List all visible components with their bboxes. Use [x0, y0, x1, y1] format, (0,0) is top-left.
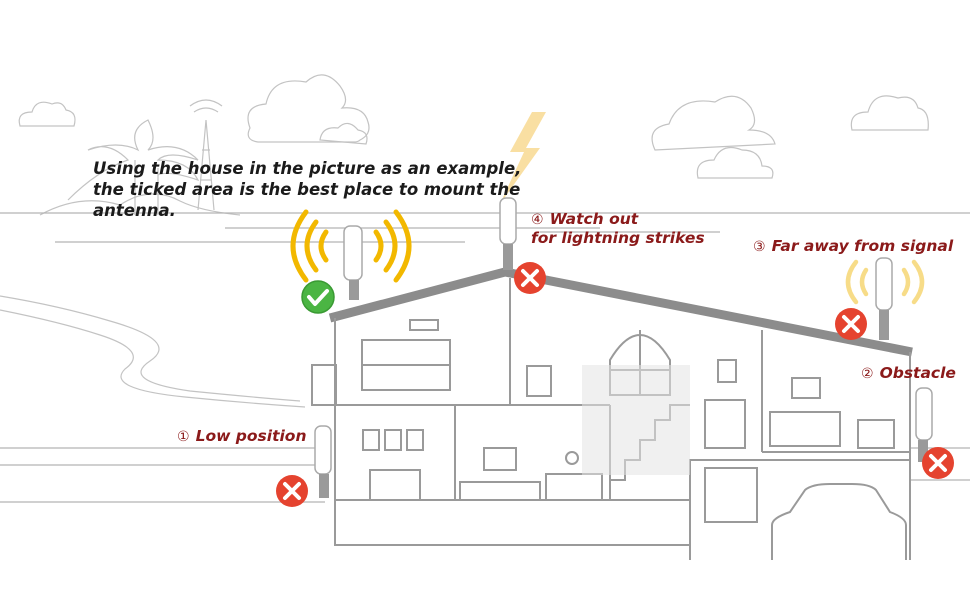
- cloud-far-right: [850, 95, 929, 131]
- check-icon: [301, 280, 335, 314]
- palm-trees: [67, 119, 200, 215]
- antenna-mount-far: [879, 310, 889, 340]
- bed: [769, 411, 841, 447]
- intro-line-3: antenna.: [93, 201, 176, 220]
- cell-tower: [189, 99, 223, 211]
- cross-icon: [514, 262, 546, 294]
- label-number: ④: [531, 212, 544, 228]
- label-number: ①: [177, 429, 190, 445]
- window-grid-2: [384, 429, 402, 451]
- window-grid-1: [362, 429, 380, 451]
- bedroom-picture: [791, 377, 821, 399]
- hills: [39, 193, 241, 216]
- house: [311, 267, 913, 560]
- dresser: [857, 419, 895, 449]
- antenna-far: [845, 257, 925, 340]
- signal-waves-strong: [290, 209, 412, 283]
- stair-light: [582, 365, 690, 475]
- label-low-position: ① Low position: [177, 427, 307, 445]
- label-text: Obstacle: [879, 364, 956, 382]
- label-text-line-2: for lightning strikes: [531, 229, 705, 247]
- cross-icon: [922, 447, 954, 479]
- cross-icon: [835, 308, 867, 340]
- label-far-from-signal: ③ Far away from signal: [753, 237, 953, 255]
- wall-picture-1: [409, 319, 439, 331]
- garage: [689, 460, 911, 560]
- intro-text: Using the house in the picture as an exa…: [93, 158, 521, 221]
- label-text: Far away from signal: [771, 237, 954, 255]
- label-number: ②: [861, 366, 874, 382]
- antenna-panel-far: [875, 257, 893, 311]
- antenna-mount-peak: [503, 244, 513, 270]
- intro-line-2: the ticked area is the best place to mou…: [93, 180, 521, 199]
- label-number: ③: [753, 239, 766, 255]
- armchair: [526, 365, 552, 397]
- tv-cabinet: [459, 481, 541, 501]
- label-obstacle: ② Obstacle: [861, 364, 956, 382]
- antenna-mount-best: [349, 280, 359, 300]
- window-grid-3: [406, 429, 424, 451]
- sofa: [545, 473, 603, 501]
- label-text: Low position: [195, 427, 307, 445]
- lightning-icon: [500, 112, 546, 204]
- wall-picture-2: [717, 359, 737, 383]
- label-text: Watch out: [549, 210, 639, 228]
- tv: [483, 447, 517, 471]
- signal-waves-weak: [845, 259, 925, 305]
- antenna-panel-obstacle: [915, 387, 933, 441]
- antenna-peak: [499, 112, 546, 270]
- dining-table: [369, 469, 421, 501]
- wall-clock: [565, 451, 579, 465]
- antenna-low: [314, 425, 332, 498]
- cross-icon: [276, 475, 308, 507]
- winding-road: [0, 295, 306, 408]
- roof: [328, 267, 913, 357]
- cloud-right-large: [651, 95, 776, 151]
- cloud-left-small: [18, 101, 76, 127]
- garage-tools-board: [704, 467, 758, 523]
- antenna-mount-obstacle: [918, 440, 928, 462]
- background-scenery: [0, 74, 929, 408]
- cloud-right-small: [696, 147, 774, 179]
- cloud-mid: [319, 122, 368, 145]
- bookcase: [704, 399, 746, 449]
- antenna-panel-low: [314, 425, 332, 475]
- antenna-best: [290, 209, 412, 300]
- car: [771, 483, 907, 560]
- antenna-obstacle: [915, 387, 933, 462]
- cloud-left-large: [247, 74, 370, 143]
- plant-box: [311, 364, 337, 406]
- label-lightning: ④ Watch out for lightning strikes: [531, 210, 705, 247]
- antenna-panel-best: [343, 225, 363, 281]
- antenna-mount-low: [319, 474, 329, 498]
- intro-line-1: Using the house in the picture as an exa…: [93, 159, 522, 178]
